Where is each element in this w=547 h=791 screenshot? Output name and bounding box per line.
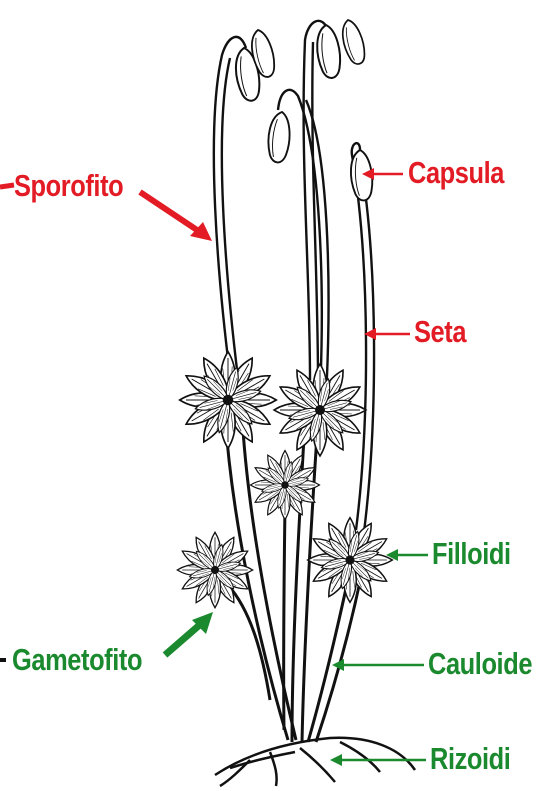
label-cauloide: Cauloide [428,648,532,679]
label-gametofito: Gametofito [12,644,142,675]
sporofito-lead-line [0,185,14,187]
sporofito-arrow [140,192,200,232]
label-capsula: Capsula [408,157,504,188]
rhizoid-base [215,738,415,786]
label-sporofito: Sporofito [14,170,123,201]
label-seta: Seta [414,316,466,347]
gametofito-arrow [165,622,203,655]
label-rizoidi: Rizoidi [430,743,510,774]
label-filloidi: Filloidi [432,538,511,569]
setae [214,21,374,532]
